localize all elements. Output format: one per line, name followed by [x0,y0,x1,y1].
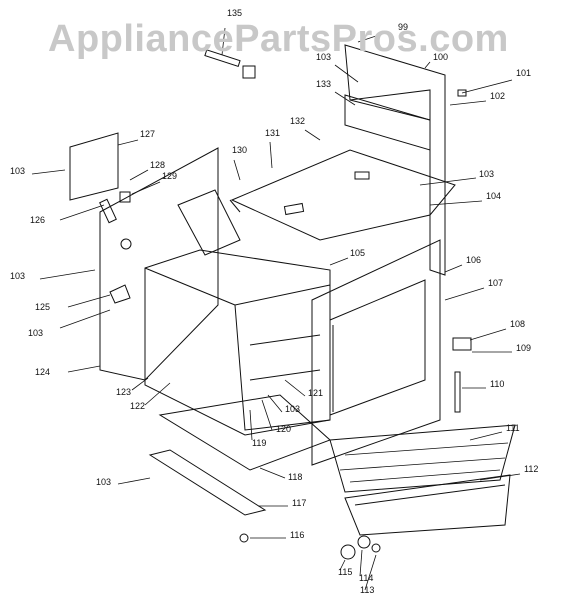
leader-line-103 [267,394,283,413]
leader-line-108 [469,328,507,341]
leader-line-101 [461,79,513,94]
callout-109: 109 [516,343,531,353]
callout-111: 111 [506,423,520,433]
leader-line-123 [131,377,149,391]
callout-103: 103 [479,169,494,179]
oven-rack [329,424,516,493]
leader-line-131 [269,141,273,169]
callout-100: 100 [433,52,448,62]
leader-line-100 [424,61,431,69]
callout-121: 121 [308,388,323,398]
callout-122: 122 [130,401,145,411]
callout-128: 128 [150,160,165,170]
callout-133: 133 [316,79,331,89]
callout-103: 103 [96,477,111,487]
leader-line-103 [39,269,96,280]
rear-panel [344,44,446,276]
oven-door [311,239,441,466]
leader-line-106 [444,264,463,273]
callout-131: 131 [265,128,280,138]
callout-113: 113 [360,585,374,595]
leader-line-135 [221,27,226,56]
callout-103: 103 [28,328,43,338]
callout-99: 99 [398,22,408,32]
callout-129: 129 [162,171,177,181]
callout-103: 103 [10,271,25,281]
leader-line-115 [339,559,346,571]
leader-line-128 [129,169,149,181]
oven-bottom-and-trim [69,49,472,560]
leader-line-99 [357,31,389,43]
leader-line-103 [59,309,111,329]
leader-line-119 [249,409,253,441]
leader-line-103 [334,64,359,83]
leader-line-103 [117,477,151,485]
callout-120: 120 [276,424,291,434]
callout-117: 117 [292,498,306,508]
leader-line-122 [144,382,171,406]
broiler-pan [344,474,511,536]
oven-top-panel [229,149,456,241]
callout-110: 110 [490,379,504,389]
leader-line-130 [233,159,241,181]
callout-107: 107 [488,278,503,288]
callout-105: 105 [350,248,365,258]
callout-103: 103 [285,404,300,414]
callout-125: 125 [35,302,50,312]
leader-line-118 [259,467,286,479]
leader-line-121 [284,379,306,397]
callout-104: 104 [486,191,501,201]
leader-line-104 [429,200,483,206]
leader-line-120 [261,399,273,431]
callout-118: 118 [288,472,302,482]
leader-line-112 [479,473,521,481]
callout-123: 123 [116,387,131,397]
leader-line-111 [469,431,503,441]
leader-line-105 [329,257,349,266]
callout-116: 116 [290,530,304,540]
leader-line-132 [304,129,321,141]
callout-108: 108 [510,319,525,329]
callout-126: 126 [30,215,45,225]
leader-line-124 [67,365,101,373]
leader-line-103 [31,169,66,175]
callout-labels: 135 99 103 100 101 102 133 127 132 131 130 103 104 12… [10,8,538,595]
leader-line-103 [419,177,477,186]
callout-132: 132 [290,116,305,126]
oven-cavity [144,249,331,436]
callout-124: 124 [35,367,50,377]
leader-line-113 [364,554,377,591]
callout-130: 130 [232,145,247,155]
leader-line-125 [67,294,111,308]
left-side-panel [99,147,219,381]
leader-line-102 [449,100,487,106]
leader-line-129 [131,181,161,195]
callout-102: 102 [490,91,505,101]
leader-line-114 [359,549,363,577]
watermark: AppliancePartsPros.com [48,18,509,60]
callout-119: 119 [252,438,266,448]
callout-112: 112 [524,464,538,474]
callout-127: 127 [140,129,155,139]
callout-115: 115 [338,567,352,577]
leader-line-107 [444,287,485,301]
callout-135: 135 [227,8,242,18]
callout-106: 106 [466,255,481,265]
leader-line-133 [334,91,356,106]
callout-114: 114 [359,573,373,583]
leader-line-126 [59,204,105,221]
leader-line-127 [117,139,139,146]
callout-101: 101 [516,68,531,78]
callout-103: 103 [316,52,331,62]
callout-103: 103 [10,166,25,176]
